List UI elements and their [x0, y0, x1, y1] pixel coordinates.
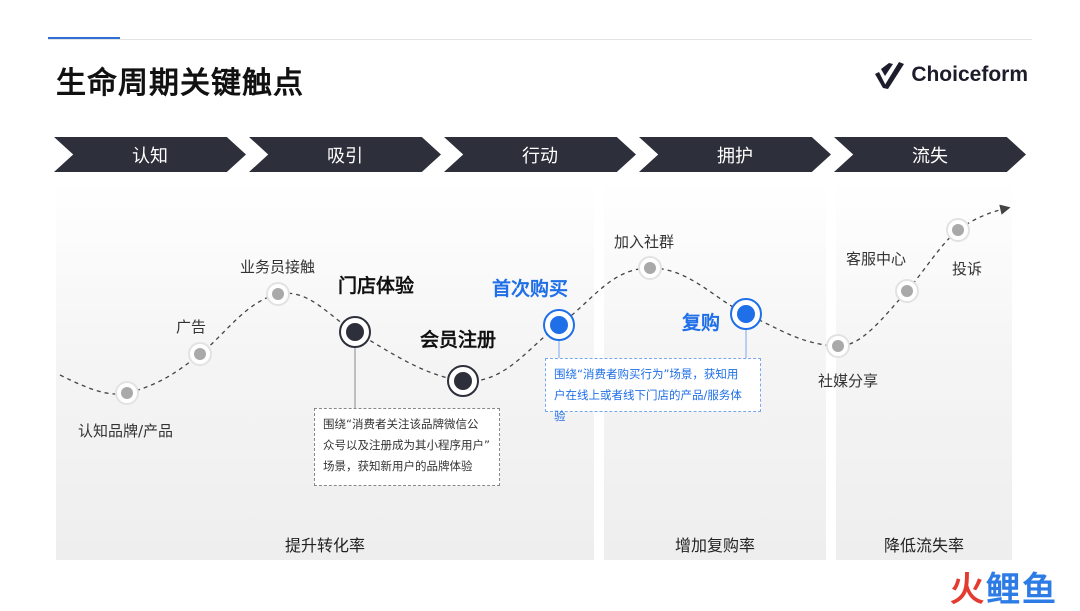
label-repurchase: 复购: [682, 312, 721, 334]
page-title: 生命周期关键触点: [56, 66, 304, 101]
metric-churn: 降低流失率: [883, 536, 964, 555]
journey-path: [59, 204, 1011, 395]
node-ads: [188, 342, 212, 366]
stage-awareness: 认知: [54, 137, 246, 172]
stage-advocacy: 拥护: [639, 137, 831, 172]
label-ads: 广告: [176, 318, 207, 336]
panel-churn: [836, 180, 1012, 560]
callout-purchase-line: 户在线上或者线下门店的产品/服务体验: [554, 388, 742, 423]
node-sales-contact: [266, 282, 290, 306]
label-member-signup: 会员注册: [420, 329, 497, 351]
watermark-part-2: 鲤鱼: [986, 570, 1058, 610]
node-awareness: [115, 381, 139, 405]
brand: Choiceform: [873, 60, 1028, 90]
node-social-share: [826, 334, 850, 358]
callout-purchase-line: 围绕“消费者购买行为”场景，获知用: [554, 367, 739, 381]
node-customer-service: [895, 279, 919, 303]
stage-churn: 流失: [834, 137, 1026, 172]
metric-repurchase: 增加复购率: [674, 536, 755, 555]
node-join-community: [638, 256, 662, 280]
callout-signup-line: 场景，获知新用户的品牌体验: [323, 459, 473, 473]
brand-name: Choiceform: [911, 63, 1028, 86]
callout-signup-line: 围绕“消费者关注该品牌微信公: [323, 417, 479, 431]
stage-action: 行动: [444, 137, 636, 172]
choiceform-logo-icon: [875, 62, 905, 89]
label-awareness: 认知品牌/产品: [78, 422, 174, 440]
label-customer-service: 客服中心: [846, 250, 907, 268]
label-social-share: 社媒分享: [818, 372, 879, 390]
node-repurchase: [730, 298, 762, 330]
label-store-experience: 门店体验: [338, 275, 415, 297]
node-complaint: [946, 218, 970, 242]
metric-conversion: 提升转化率: [284, 536, 365, 555]
node-first-purchase: [543, 309, 575, 341]
top-divider: [48, 39, 1032, 40]
label-sales-contact: 业务员接触: [240, 258, 316, 276]
watermark: 火鲤鱼: [950, 562, 1058, 611]
node-member-signup: [447, 365, 479, 397]
label-complaint: 投诉: [952, 260, 983, 278]
label-join-community: 加入社群: [614, 233, 675, 251]
stage-attraction: 吸引: [249, 137, 441, 172]
label-first-purchase: 首次购买: [492, 278, 569, 300]
callout-signup-line: 众号以及注册成为其小程序用户”: [323, 438, 490, 452]
node-store-experience: [339, 316, 371, 348]
watermark-part-1: 火: [950, 570, 986, 610]
callout-signup: 围绕“消费者关注该品牌微信公 众号以及注册成为其小程序用户” 场景，获知新用户的…: [314, 408, 500, 486]
callout-purchase: 围绕“消费者购买行为”场景，获知用 户在线上或者线下门店的产品/服务体验: [545, 358, 761, 423]
top-accent-bar: [48, 37, 120, 40]
